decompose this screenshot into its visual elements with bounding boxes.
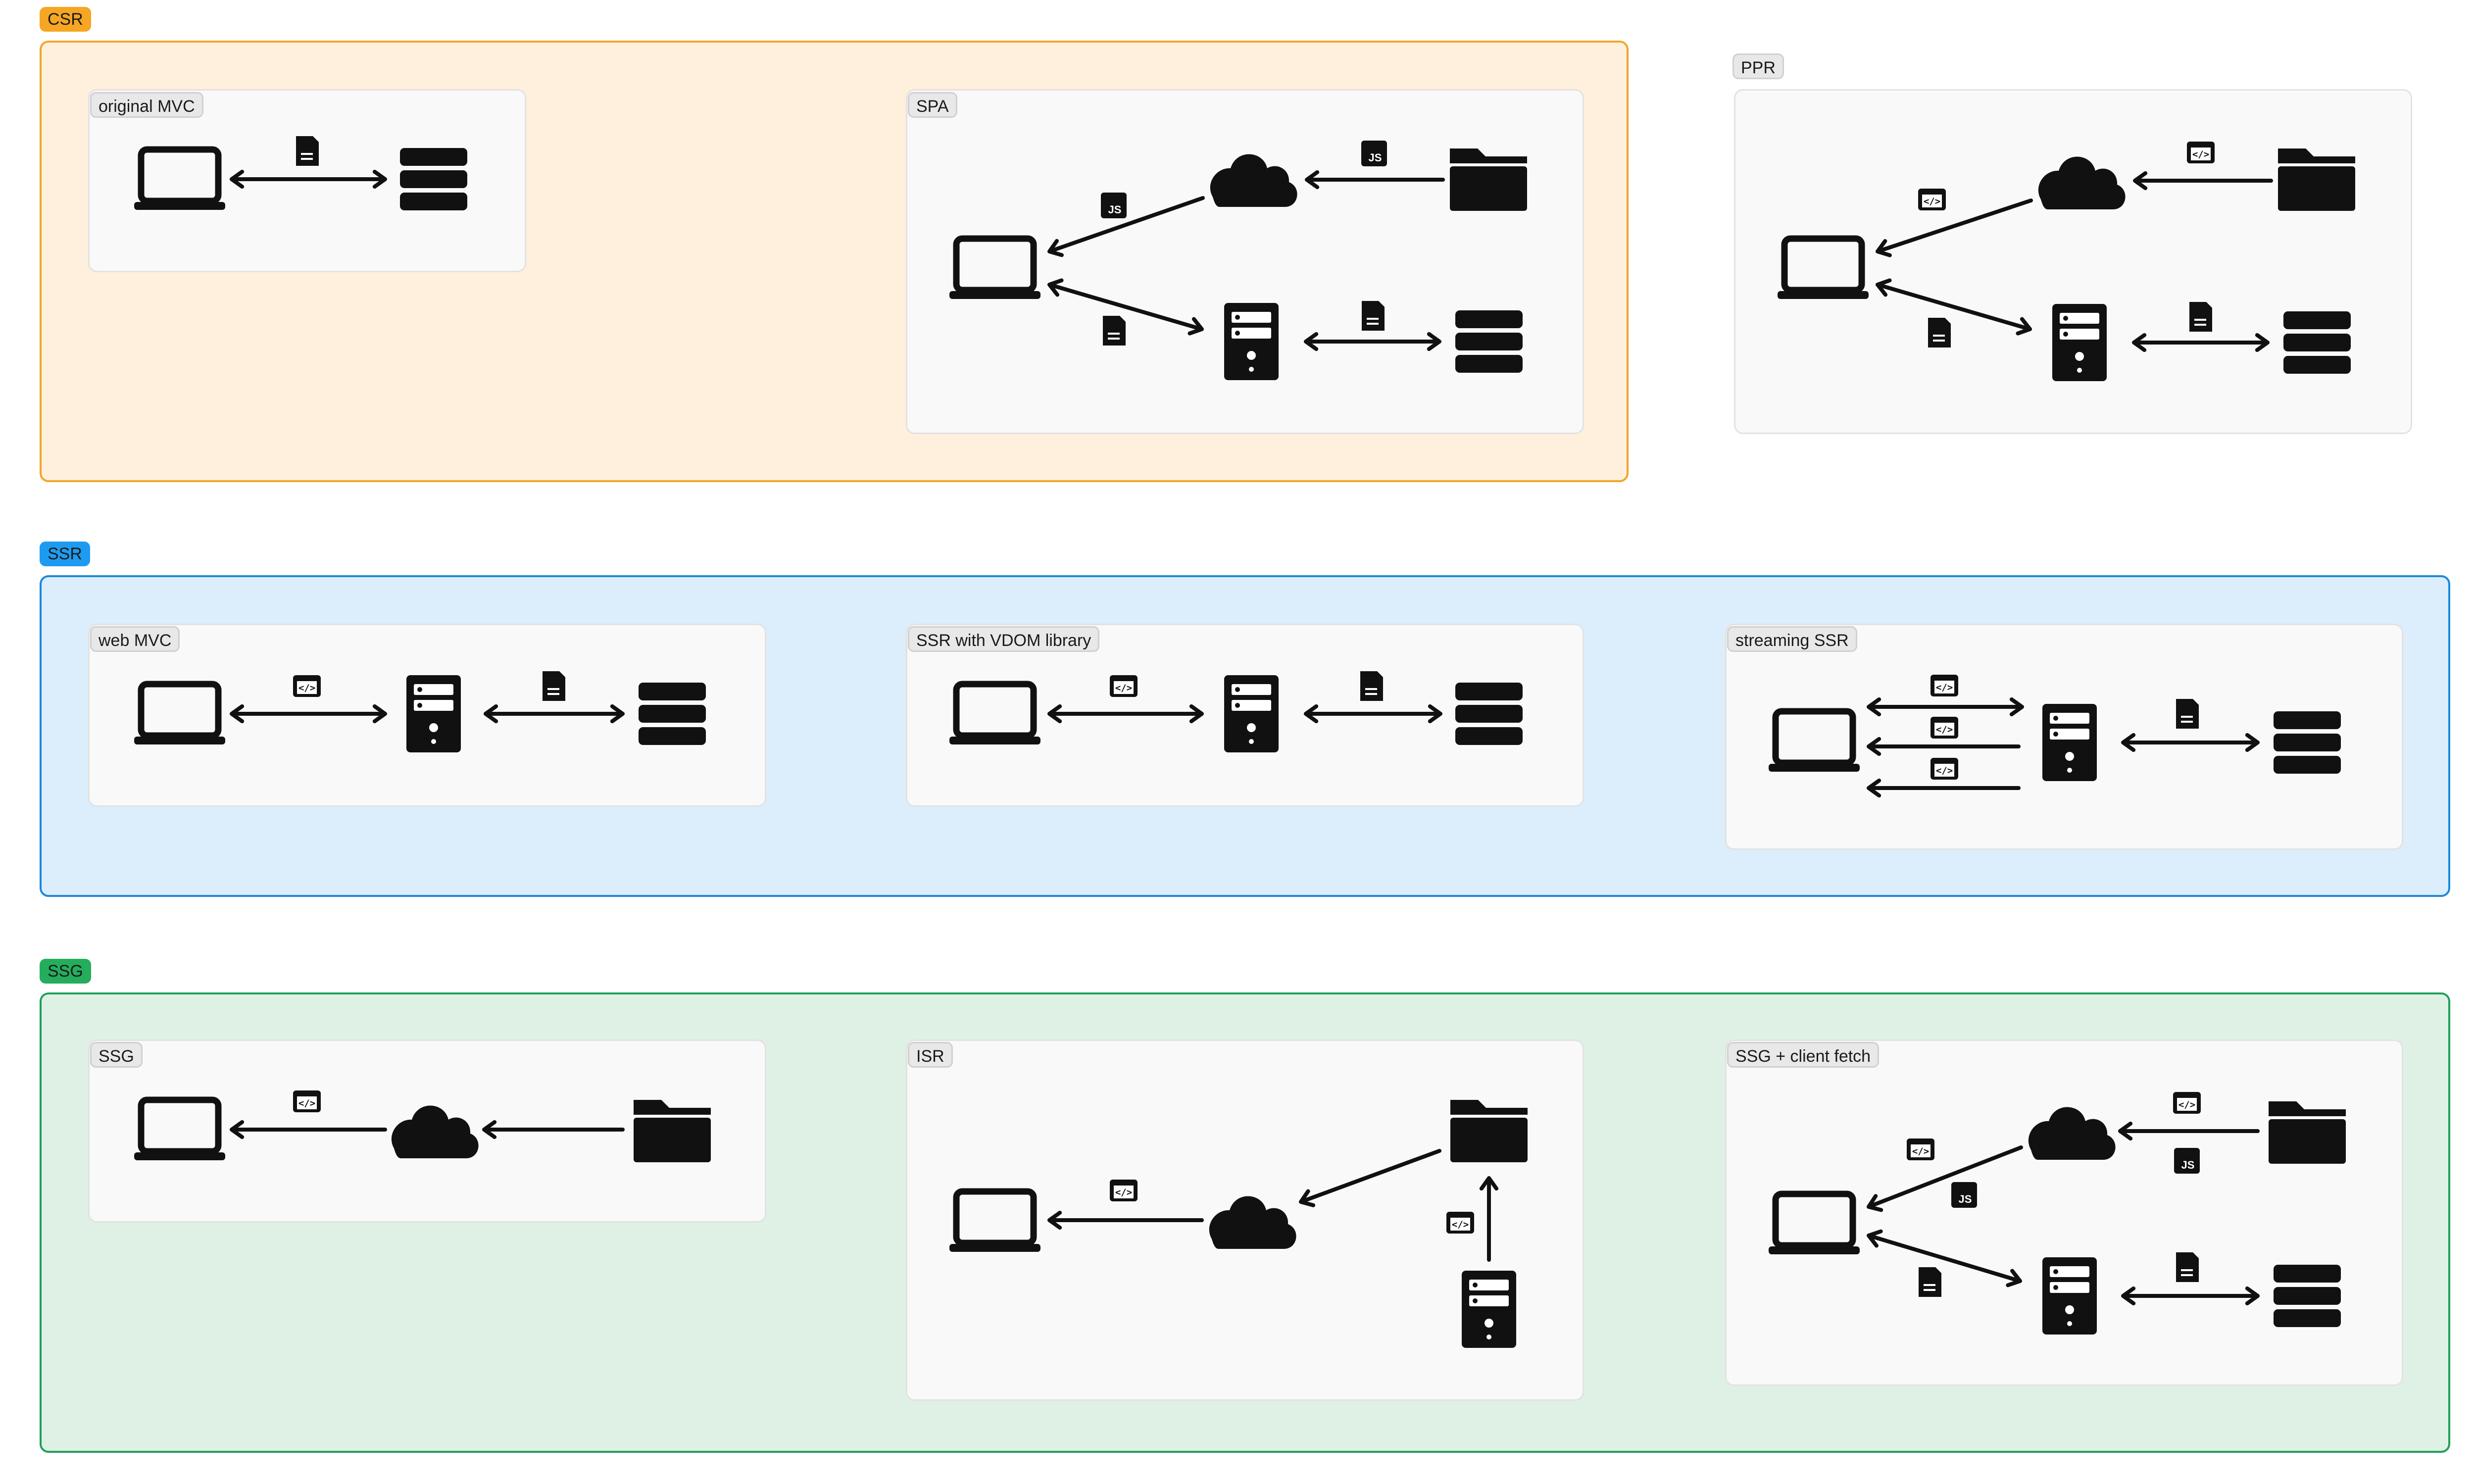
html-code-icon: [293, 1090, 321, 1112]
laptop-icon: [1769, 1194, 1860, 1254]
js-badge-icon: [1951, 1182, 1977, 1208]
html-code-icon: [1918, 189, 1946, 210]
document-icon: [1362, 301, 1385, 331]
server-icon: [2052, 304, 2107, 381]
document-icon: [296, 136, 319, 166]
html-code-icon: [1930, 675, 1958, 696]
document-icon: [1360, 671, 1383, 701]
folder-icon: [2269, 1101, 2346, 1164]
html-code-icon: [1930, 758, 1958, 780]
arrow-icon: [1867, 737, 2021, 756]
laptop-icon: [1769, 711, 1860, 772]
server-icon: [2042, 1257, 2097, 1335]
csr-group-label: CSR: [40, 7, 91, 32]
arrow-icon: [1047, 196, 1205, 257]
panel-label-ssr-vdom: SSR with VDOM library: [908, 626, 1100, 652]
arrow-icon: [1047, 704, 1204, 724]
cloud-icon: [391, 1105, 479, 1158]
panel-label-spa: SPA: [908, 92, 957, 118]
server-icon: [1462, 1271, 1516, 1348]
html-code-icon: [1110, 675, 1138, 697]
cloud-icon: [2028, 1107, 2116, 1160]
laptop-icon: [134, 149, 225, 210]
arrow-icon: [1047, 278, 1204, 336]
document-icon: [1103, 316, 1126, 346]
panel-label-ssg: SSG: [90, 1042, 143, 1068]
ssr-group-label: SSR: [40, 542, 90, 566]
html-code-icon: [293, 675, 321, 697]
folder-icon: [634, 1100, 711, 1162]
arrow-icon: [1876, 198, 2033, 257]
laptop-icon: [949, 239, 1040, 299]
database-icon: [1455, 683, 1523, 745]
html-code-icon: [2173, 1092, 2201, 1114]
panel-label-isr: ISR: [908, 1042, 953, 1068]
laptop-icon: [949, 1191, 1040, 1252]
cloud-icon: [2038, 156, 2126, 209]
arrow-icon: [2133, 171, 2273, 191]
server-icon: [1224, 675, 1279, 752]
database-icon: [1455, 310, 1523, 373]
server-icon: [406, 675, 461, 752]
document-icon: [543, 671, 565, 701]
arrow-icon: [482, 1120, 625, 1139]
arrow-icon: [2132, 333, 2270, 352]
html-code-icon: [1907, 1138, 1934, 1160]
js-badge-icon: [1101, 193, 1127, 218]
folder-icon: [1450, 148, 1527, 211]
cloud-icon: [1210, 154, 1297, 207]
arrow-icon: [2118, 1121, 2260, 1141]
laptop-icon: [949, 684, 1040, 744]
panel-label-web-mvc: web MVC: [90, 626, 180, 652]
arrow-icon: [1047, 1210, 1204, 1230]
laptop-icon: [1778, 239, 1869, 299]
html-code-icon: [2187, 142, 2215, 163]
arrow-icon: [230, 169, 387, 189]
ssg-group-label: SSG: [40, 959, 91, 984]
panel-label-ssg-client-fetch: SSG + client fetch: [1727, 1042, 1880, 1068]
database-icon: [2274, 711, 2341, 774]
laptop-icon: [134, 1100, 225, 1160]
arrow-icon: [1479, 1176, 1499, 1262]
arrow-icon: [1876, 278, 2032, 336]
arrow-icon: [1867, 778, 2021, 798]
arrow-icon: [230, 704, 387, 724]
arrow-icon: [1304, 332, 1441, 351]
arrow-icon: [230, 1120, 387, 1139]
cloud-icon: [1209, 1196, 1296, 1249]
database-icon: [400, 148, 467, 210]
html-code-icon: [1446, 1212, 1474, 1234]
arrow-icon: [1304, 704, 1442, 724]
arrow-icon: [2121, 1286, 2260, 1306]
document-icon: [1928, 318, 1951, 347]
arrow-icon: [1867, 1229, 2022, 1287]
arrow-icon: [484, 704, 625, 724]
document-icon: [1919, 1267, 1941, 1297]
arrow-icon: [1299, 1149, 1441, 1207]
database-icon: [2274, 1265, 2341, 1327]
panel-label-streaming-ssr: streaming SSR: [1727, 626, 1857, 652]
arrow-icon: [1305, 170, 1445, 190]
folder-icon: [2278, 148, 2355, 211]
html-code-icon: [1930, 717, 1958, 739]
arrow-icon: [2121, 733, 2260, 752]
js-badge-icon: [1361, 141, 1387, 166]
database-icon: [2283, 311, 2351, 374]
html-code-icon: [1110, 1180, 1138, 1201]
database-icon: [639, 683, 706, 745]
document-icon: [2176, 1252, 2199, 1282]
panel-label-ppr: PPR: [1732, 53, 1784, 79]
js-badge-icon: [2174, 1148, 2200, 1174]
arrow-icon: [1867, 697, 2024, 717]
laptop-icon: [134, 684, 225, 744]
document-icon: [2176, 699, 2199, 729]
document-icon: [2189, 302, 2212, 332]
server-icon: [2042, 704, 2097, 781]
folder-icon: [1450, 1100, 1528, 1162]
server-icon: [1224, 303, 1279, 380]
panel-label-original-mvc: original MVC: [90, 92, 203, 118]
arrow-icon: [1867, 1145, 2023, 1212]
